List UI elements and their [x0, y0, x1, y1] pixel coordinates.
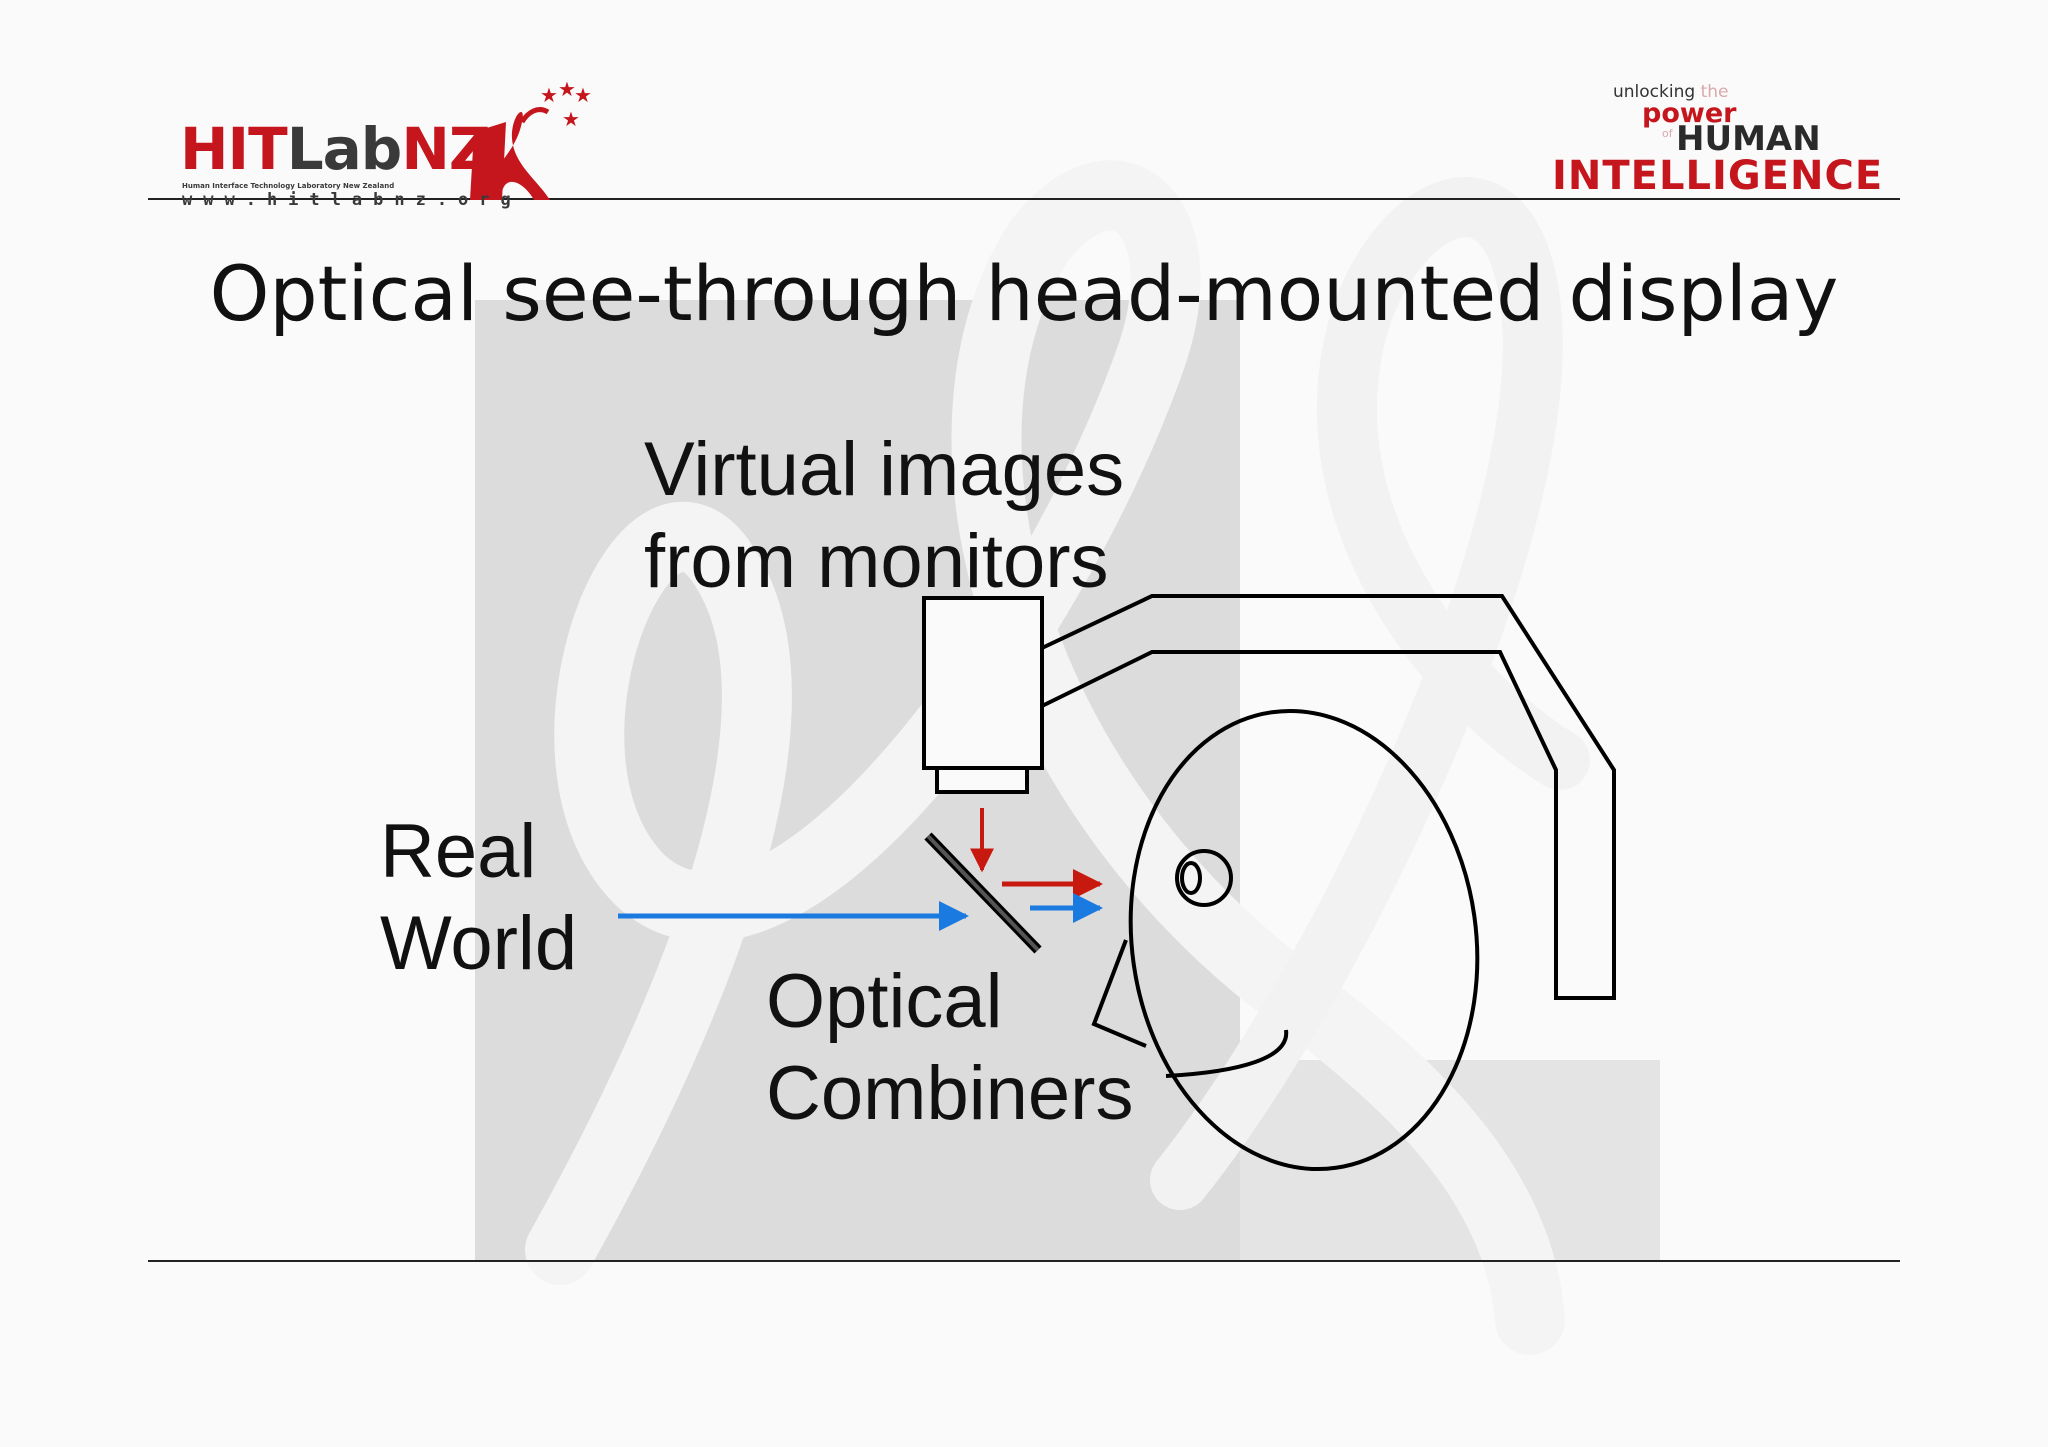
eye-outer — [1175, 849, 1233, 907]
logo-unlocking: unlocking the — [1613, 84, 1728, 101]
mirror-highlight — [926, 834, 1040, 952]
logo-subtitle: Human Interface Technology Laboratory Ne… — [182, 182, 395, 190]
logo-human: HUMAN — [1676, 119, 1821, 159]
footer-rule — [148, 1260, 1900, 1262]
label-optical-combiners: Optical Combiners — [766, 956, 1133, 1140]
head-outline — [1128, 708, 1480, 1172]
label-optical-line2: Combiners — [766, 1051, 1134, 1136]
svg-text:★: ★ — [558, 82, 576, 101]
brand-mid: Lab — [286, 115, 403, 183]
label-optical-line1: Optical — [766, 959, 1003, 1044]
monitor-box — [922, 596, 1044, 770]
label-virtual-images: Virtual images from monitors — [644, 424, 1124, 608]
svg-text:★: ★ — [540, 83, 558, 107]
hitlabnz-logo: HITLabNZ ★ ★ ★ ★ Human Interface Technol… — [176, 82, 596, 210]
unlocking-human-intelligence-logo: unlocking the power of HUMAN INTELLIGENC… — [1550, 78, 1890, 198]
watermark-swoosh — [1150, 177, 1590, 1210]
svg-text:★: ★ — [562, 107, 580, 131]
monitor-lens — [935, 766, 1029, 794]
label-real-line1: Real — [380, 809, 537, 894]
headband-frame — [1041, 594, 1616, 1000]
header-rule — [148, 198, 1900, 200]
svg-text:★: ★ — [574, 83, 592, 107]
mouth-curve — [1165, 1029, 1289, 1078]
logo-power: power — [1642, 98, 1737, 129]
brand-prefix: HIT — [180, 115, 288, 183]
logo-mark-icon: ★ ★ ★ ★ — [470, 82, 592, 200]
label-virtual-line2: from monitors — [644, 519, 1109, 604]
nose-shape — [1091, 939, 1147, 1048]
watermark-swoosh — [525, 160, 1565, 1355]
label-real-world: Real World — [380, 806, 577, 990]
logo-unlocking-text: unlocking — [1613, 82, 1696, 102]
eye-pupil — [1180, 861, 1202, 895]
label-real-line2: World — [380, 901, 578, 986]
logo-intelligence: INTELLIGENCE — [1552, 153, 1884, 199]
slide-title: Optical see-through head-mounted display — [209, 249, 1839, 338]
label-virtual-line1: Virtual images — [644, 427, 1125, 512]
logo-the-text: the — [1700, 82, 1729, 102]
logo-of: of — [1662, 127, 1673, 140]
logo-url: www.hitlabnz.org — [182, 190, 522, 210]
